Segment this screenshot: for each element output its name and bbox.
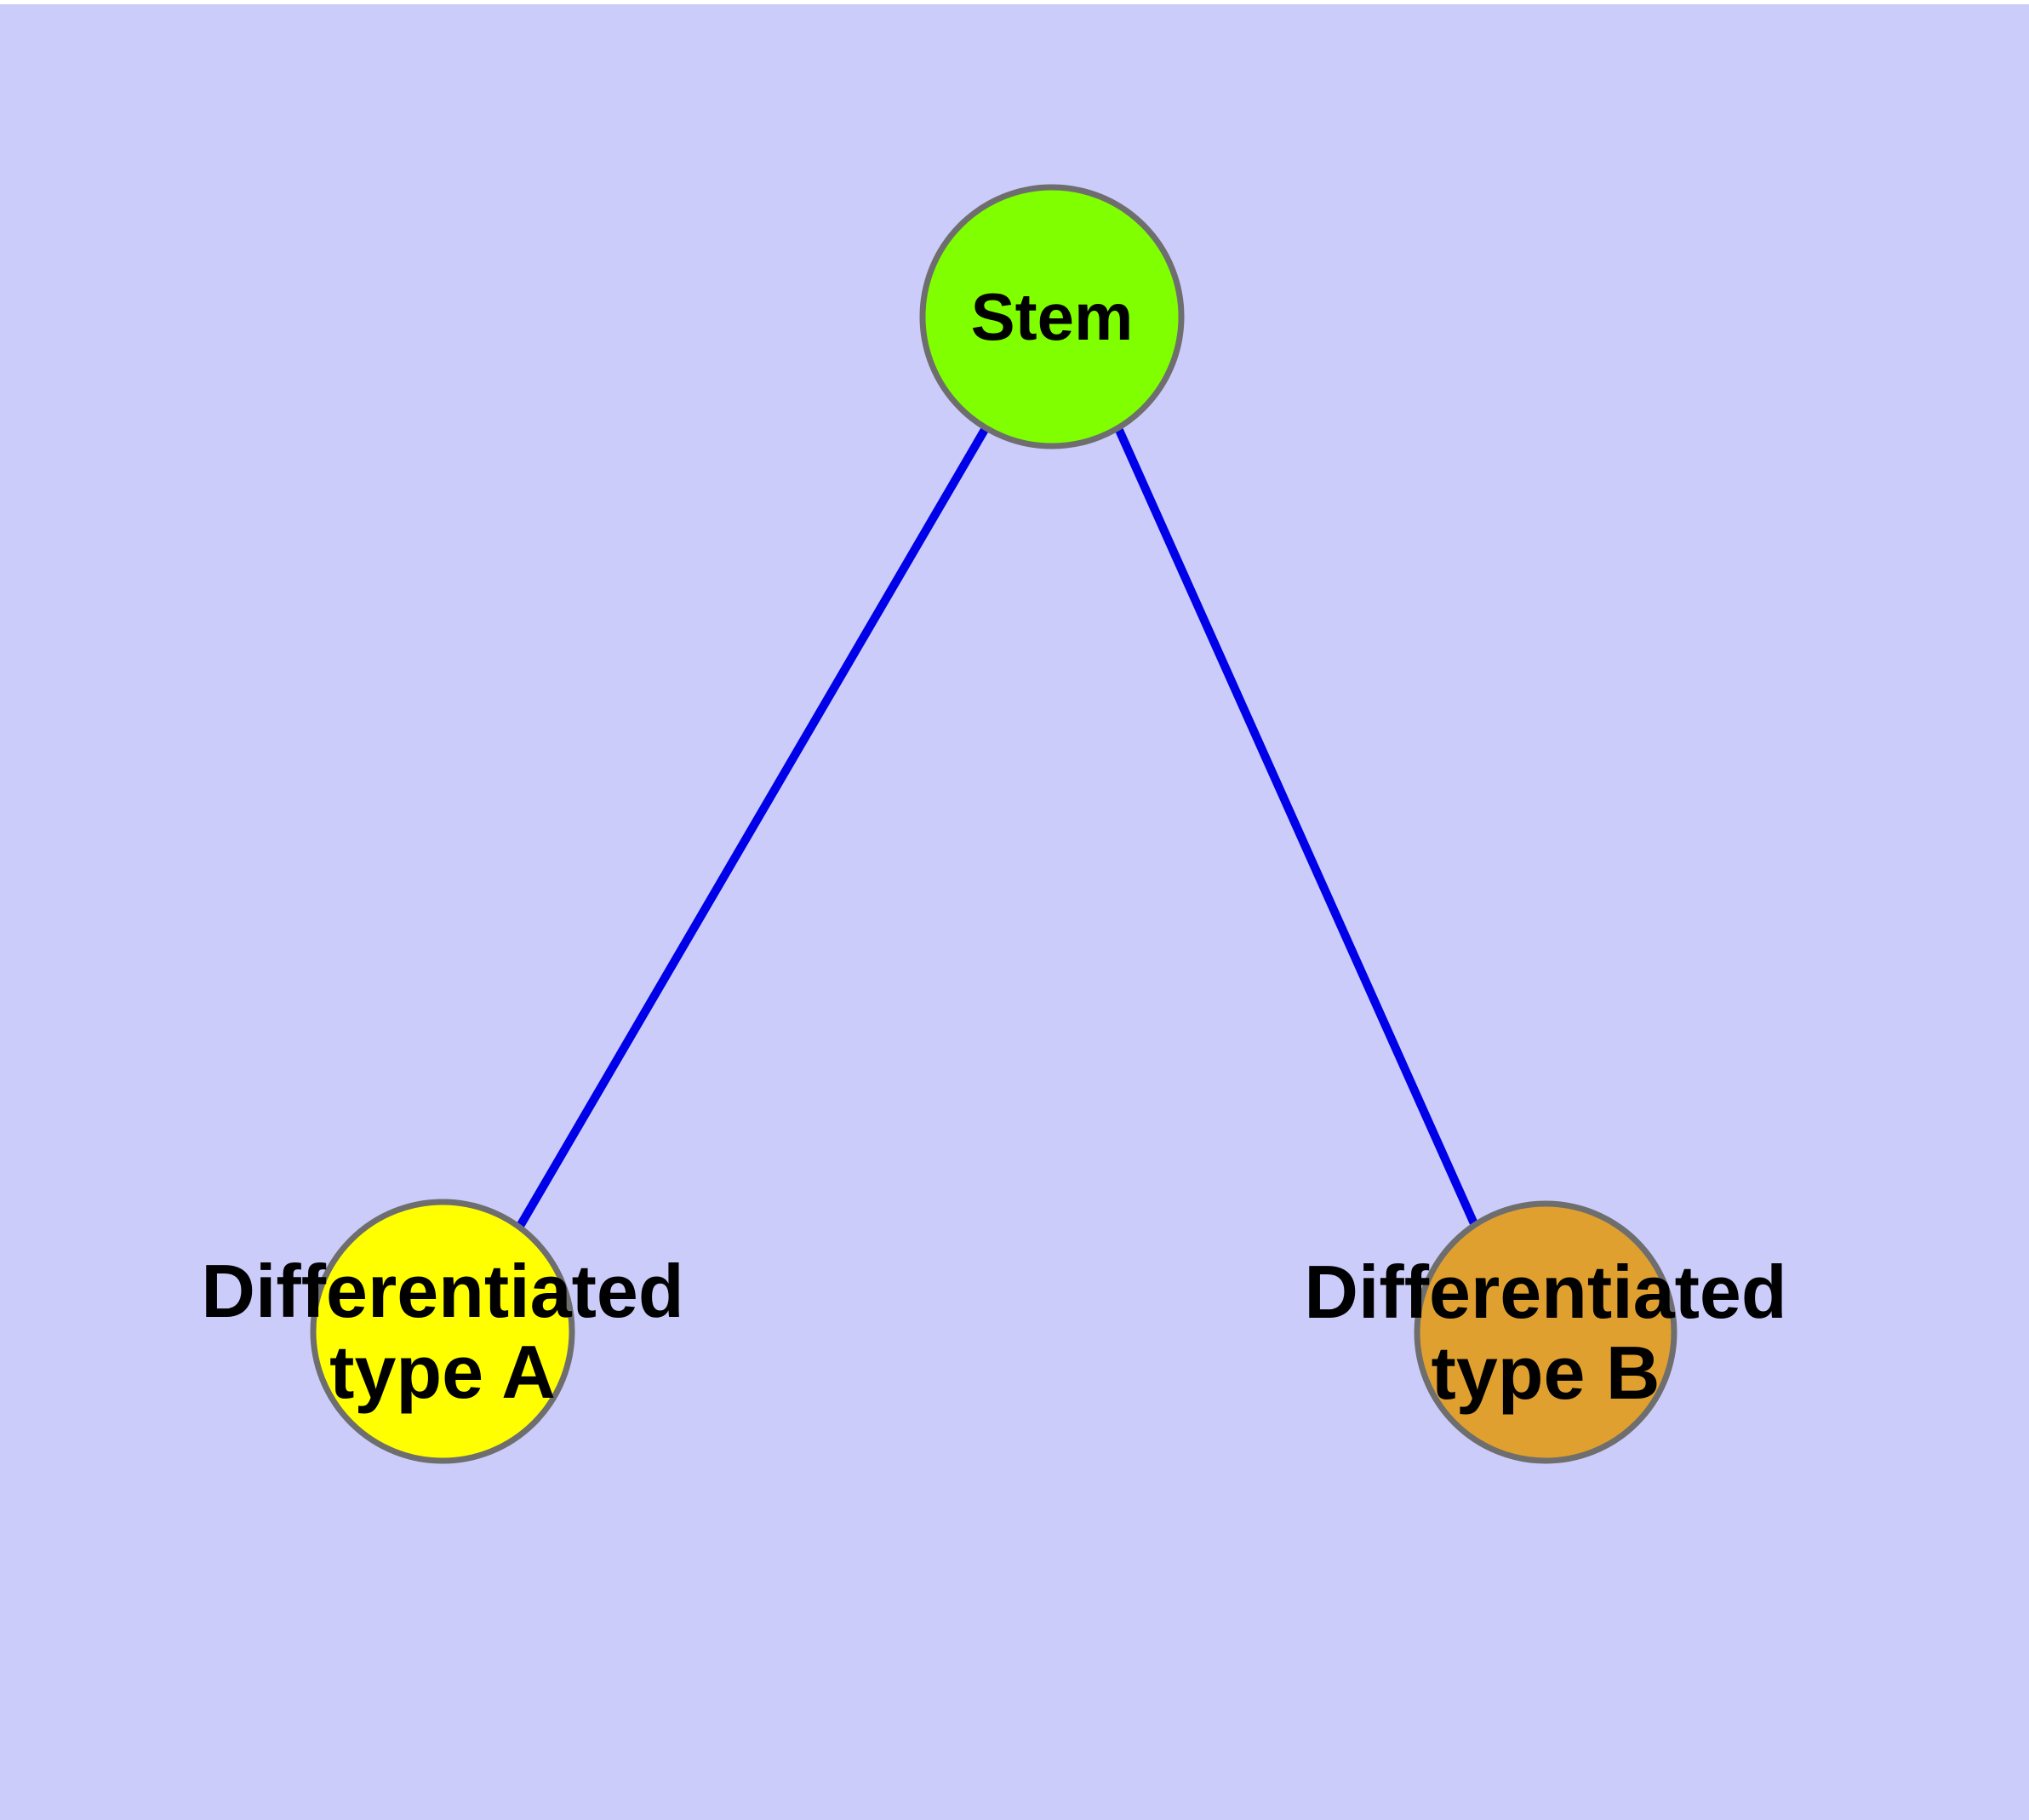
edge-stem-to-differentiated-type-b[interactable]: [1114, 426, 1480, 1230]
edge-stem-to-differentiated-type-a[interactable]: [515, 426, 990, 1230]
node-circle-stem[interactable]: [919, 184, 1185, 449]
node-circle-diff-a[interactable]: [310, 1199, 575, 1464]
node-circle-diff-b[interactable]: [1414, 1200, 1677, 1464]
